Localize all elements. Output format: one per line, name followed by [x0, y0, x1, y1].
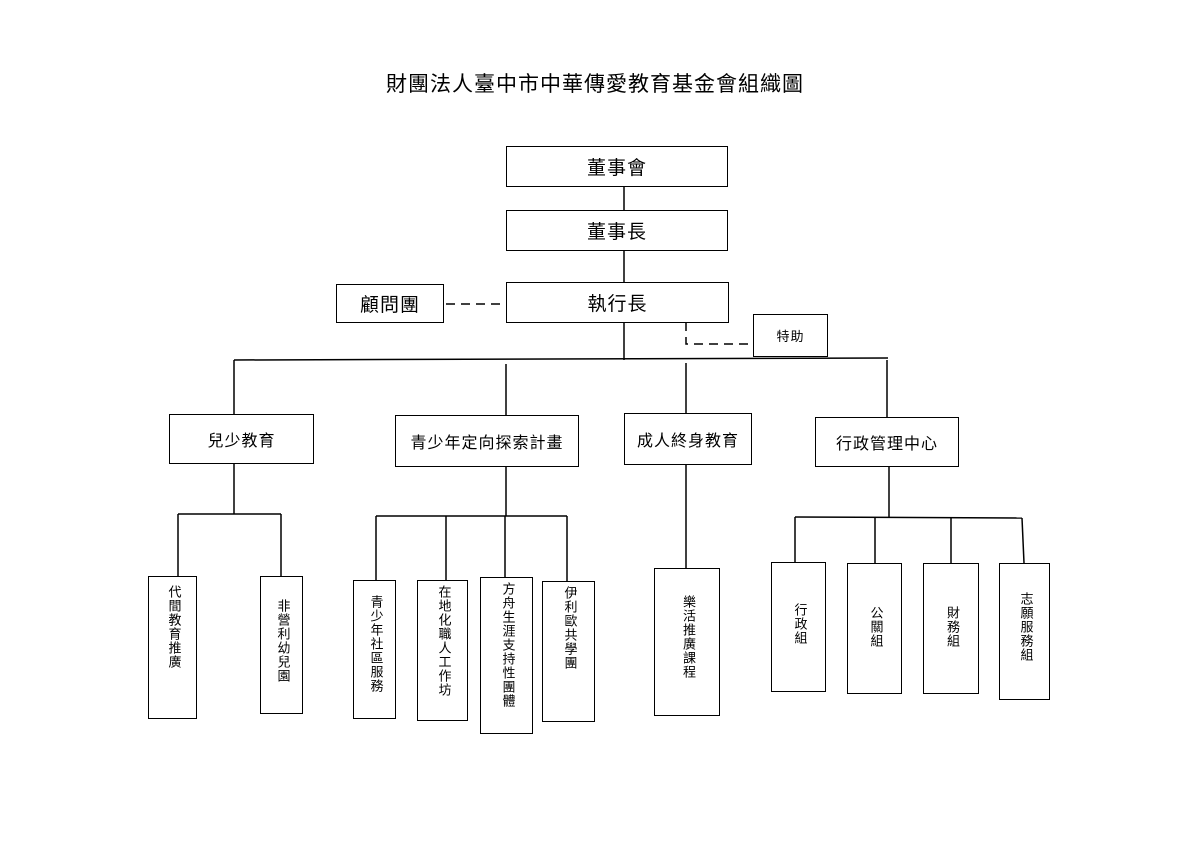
- assistant-label: 特助: [776, 330, 805, 345]
- advisory-label: 顧問團: [359, 294, 420, 316]
- adult-edu-label: 成人終身教育: [636, 431, 739, 450]
- admin-center-node: 行政管理中心: [815, 417, 959, 467]
- finance-group-node: 財務組: [923, 563, 979, 694]
- board-node: 董事會: [506, 146, 728, 187]
- intergen-edu-node: 代間教育推廣: [148, 576, 197, 719]
- pr-group-label: 公關組: [867, 606, 883, 648]
- ark-support-node: 方舟生涯支持性團體: [480, 577, 533, 734]
- intergen-edu-label: 代間教育推廣: [165, 585, 181, 669]
- advisory-node: 顧問團: [336, 284, 444, 323]
- ceo-node: 執行長: [506, 282, 729, 323]
- admin-center-label: 行政管理中心: [835, 434, 938, 453]
- happy-living-label: 樂活推廣課程: [680, 595, 695, 679]
- finance-group-label: 財務組: [944, 606, 959, 648]
- ceo-label: 執行長: [587, 293, 648, 315]
- local-workshop-label: 在地化職人工作坊: [435, 585, 451, 697]
- local-workshop-node: 在地化職人工作坊: [417, 580, 468, 721]
- happy-living-node: 樂活推廣課程: [654, 568, 720, 716]
- admin-group-node: 行政組: [771, 562, 826, 692]
- admin-group-label: 行政組: [791, 603, 807, 645]
- kindergarten-label: 非營利幼兒園: [274, 599, 290, 683]
- adult-edu-node: 成人終身教育: [624, 413, 752, 465]
- iliou-school-label: 伊利歐共學團: [561, 586, 577, 670]
- youth-service-node: 青少年社區服務: [353, 580, 396, 719]
- iliou-school-node: 伊利歐共學團: [542, 581, 595, 722]
- ark-support-label: 方舟生涯支持性團體: [499, 582, 515, 708]
- youth-service-label: 青少年社區服務: [367, 595, 383, 693]
- youth-program-label: 青少年定向探索計畫: [410, 433, 564, 452]
- pr-group-node: 公關組: [847, 563, 902, 694]
- chairman-label: 董事長: [586, 221, 647, 243]
- chairman-node: 董事長: [506, 210, 728, 251]
- children-edu-node: 兒少教育: [169, 414, 314, 464]
- youth-program-node: 青少年定向探索計畫: [395, 415, 579, 467]
- board-label: 董事會: [586, 157, 647, 179]
- volunteer-group-label: 志願服務組: [1017, 592, 1033, 662]
- assistant-node: 特助: [753, 314, 828, 357]
- chart-title: 財團法人臺中市中華傳愛教育基金會組織圖: [386, 72, 804, 96]
- volunteer-group-node: 志願服務組: [999, 563, 1050, 700]
- children-edu-label: 兒少教育: [207, 431, 276, 450]
- kindergarten-node: 非營利幼兒園: [260, 576, 303, 714]
